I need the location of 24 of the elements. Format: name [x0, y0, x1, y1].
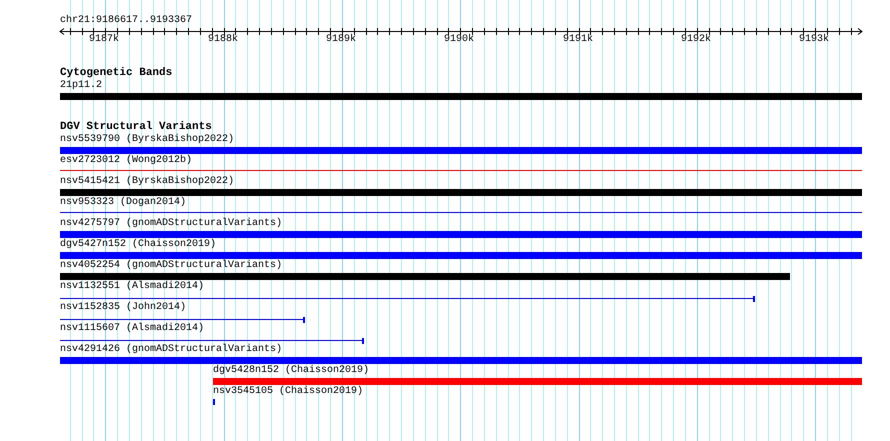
feature-label: nsv4275797 (gnomADStructuralVariants): [60, 218, 282, 230]
feature-label: nsv1115607 (Alsmadi2014): [60, 323, 204, 335]
tick-label: 9190k: [444, 34, 474, 46]
feature-label: nsv953323 (Dogan2014): [60, 197, 186, 209]
tick-label: 9191k: [563, 34, 594, 46]
tick-label: 9187k: [89, 34, 120, 46]
feature-label: dgv5428n152 (Chaisson2019): [213, 365, 370, 377]
feature-label: nsv4052254 (gnomADStructuralVariants): [60, 260, 282, 272]
feature-label: nsv1152835 (John2014): [60, 302, 186, 314]
feature-label: nsv4291426 (gnomADStructuralVariants): [60, 344, 282, 356]
tick-label: 9193k: [799, 34, 830, 46]
position-label: chr21:9186617..9193367: [60, 15, 192, 27]
feature-label: dgv5427n152 (Chaisson2019): [60, 239, 216, 251]
feature-label: nsv5539790 (ByrskaBishop2022): [60, 134, 234, 146]
feature-label: nsv5415421 (ByrskaBishop2022): [60, 176, 234, 188]
feature-label: nsv1132551 (Alsmadi2014): [60, 281, 204, 293]
track-title: DGV Structural Variants: [60, 121, 212, 133]
feature-label: nsv3545105 (Chaisson2019): [213, 386, 364, 398]
feature-label: 21p11.2: [60, 80, 102, 92]
tick-label: 9188k: [208, 34, 238, 46]
feature-label: esv2723012 (Wong2012b): [60, 155, 192, 167]
track-title: Cytogenetic Bands: [60, 67, 172, 79]
tick-label: 9189k: [326, 34, 356, 46]
tick-label: 9192k: [681, 34, 712, 46]
